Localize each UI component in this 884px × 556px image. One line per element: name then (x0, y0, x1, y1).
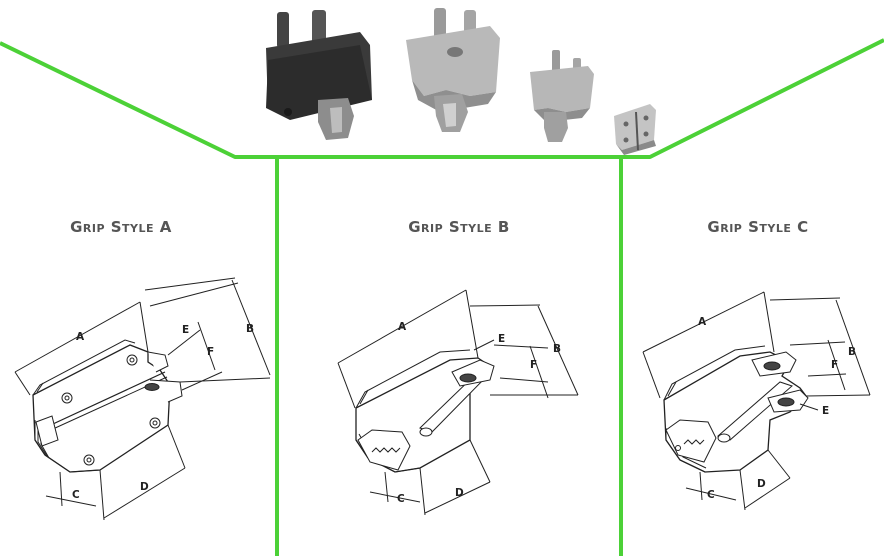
divider-top-line (0, 38, 884, 159)
grip-photo (266, 8, 656, 155)
grip-style-b-labels: A B C D E F (397, 321, 561, 505)
style-a-dim-d: D (140, 481, 149, 493)
grip-style-c-drawing (642, 291, 871, 511)
style-b-dim-e: E (498, 333, 505, 345)
grip-style-a-drawing (14, 277, 271, 521)
grip-style-c-labels: A B C D E F (698, 316, 856, 501)
grip-silver-large (406, 8, 500, 132)
grip-dark-large (266, 10, 372, 140)
grip-silver-small (614, 104, 656, 155)
style-c-dim-c: C (707, 489, 715, 501)
style-b-dim-f: F (530, 359, 537, 371)
style-a-dim-c: C (72, 489, 80, 501)
style-b-dim-b: B (553, 343, 561, 355)
grip-style-c-title: Grip Style C (628, 218, 884, 236)
style-b-dim-d: D (455, 487, 464, 499)
grip-style-b-drawing (337, 289, 579, 516)
style-b-dim-c: C (397, 493, 405, 505)
grip-silver-medium (530, 50, 594, 142)
grip-style-c-title-text: Grip Style C (707, 218, 809, 236)
grip-style-a-title: Grip Style A (0, 218, 251, 236)
grip-style-b-title: Grip Style B (329, 218, 589, 236)
style-c-dim-b: B (848, 346, 856, 358)
style-a-dim-b: B (246, 323, 254, 335)
style-c-dim-a: A (698, 316, 707, 328)
grip-style-a-labels: A B C D E F (72, 323, 254, 501)
grip-style-b-title-text: Grip Style B (408, 218, 510, 236)
style-a-dim-e: E (182, 324, 189, 336)
divider-lines (0, 38, 884, 556)
style-c-dim-e: E (822, 405, 829, 417)
style-a-dim-a: A (76, 331, 85, 343)
style-c-dim-d: D (757, 478, 766, 490)
style-a-dim-f: F (207, 346, 214, 358)
style-b-dim-a: A (398, 321, 407, 333)
grip-style-a-title-text: Grip Style A (70, 218, 172, 236)
style-c-dim-f: F (831, 359, 838, 371)
